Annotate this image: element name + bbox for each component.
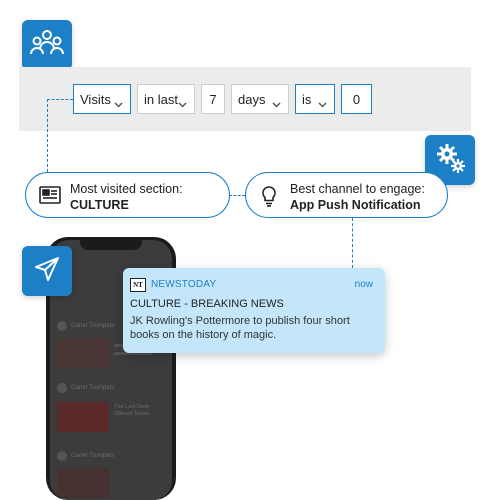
- notification-time: now: [354, 279, 373, 290]
- phone-notch: [80, 240, 142, 250]
- avatar: [57, 451, 67, 461]
- feed-source: Carter Trumpets: [71, 453, 115, 459]
- unit-select[interactable]: days: [231, 84, 289, 114]
- feed-headline: The Last Dont Offered Tastes: [114, 404, 150, 417]
- avatar: [57, 383, 67, 393]
- chevron-down-icon: [318, 96, 327, 111]
- section-label: Most visited section:: [70, 182, 183, 196]
- lightbulb-icon: [259, 185, 279, 212]
- push-notification[interactable]: NT NEWSTODAY now CULTURE - BREAKING NEWS…: [123, 268, 385, 353]
- period-value: in last: [144, 91, 178, 107]
- notification-body: JK Rowling's Pottermore to publish four …: [130, 315, 350, 341]
- amount-value: 7: [209, 91, 217, 107]
- feed-text-line: [114, 352, 152, 355]
- connector-line: [47, 99, 48, 172]
- amount-input[interactable]: 7: [201, 84, 225, 114]
- newstoday-logo: NT: [130, 278, 146, 292]
- period-select[interactable]: in last: [137, 84, 195, 114]
- operator-select[interactable]: is: [295, 84, 335, 114]
- notification-app-name: NEWSTODAY: [151, 279, 217, 290]
- audience-badge: [22, 20, 72, 70]
- section-value: CULTURE: [70, 198, 129, 212]
- metric-value: Visits: [80, 91, 111, 107]
- channel-label: Best channel to engage:: [290, 182, 425, 196]
- feed-thumbnail: [57, 468, 109, 498]
- most-visited-pill: Most visited section: CULTURE: [25, 172, 230, 218]
- connector-line: [352, 218, 353, 268]
- settings-badge: [425, 135, 475, 185]
- paper-plane-icon: [33, 255, 61, 288]
- feed-thumbnail: [57, 402, 109, 432]
- feed-row: Carter Trumpets: [50, 380, 172, 396]
- gears-icon: [433, 141, 467, 180]
- feed-source: Carter Trumpets: [71, 385, 115, 391]
- chevron-down-icon: [272, 96, 281, 111]
- feed-row: Carter Trumpets: [50, 448, 172, 464]
- feed-source: Carter Trumpets: [71, 323, 115, 329]
- value-value: 0: [352, 91, 361, 107]
- value-input[interactable]: 0: [341, 84, 372, 114]
- newspaper-icon: [39, 185, 61, 210]
- feed-thumbnail: [57, 338, 109, 368]
- channel-value: App Push Notification: [290, 198, 421, 212]
- metric-select[interactable]: Visits: [73, 84, 131, 114]
- connector-line: [47, 99, 73, 100]
- operator-value: is: [302, 91, 312, 107]
- send-badge: [22, 246, 72, 296]
- connector-line: [229, 195, 245, 196]
- unit-value: days: [238, 91, 266, 107]
- feed-row: Carter Trumpets: [50, 318, 172, 334]
- notification-title: CULTURE - BREAKING NEWS: [130, 298, 284, 310]
- people-group-icon: [30, 28, 64, 63]
- chevron-down-icon: [178, 96, 187, 111]
- best-channel-pill: Best channel to engage: App Push Notific…: [245, 172, 448, 218]
- avatar: [57, 321, 67, 331]
- chevron-down-icon: [114, 96, 123, 111]
